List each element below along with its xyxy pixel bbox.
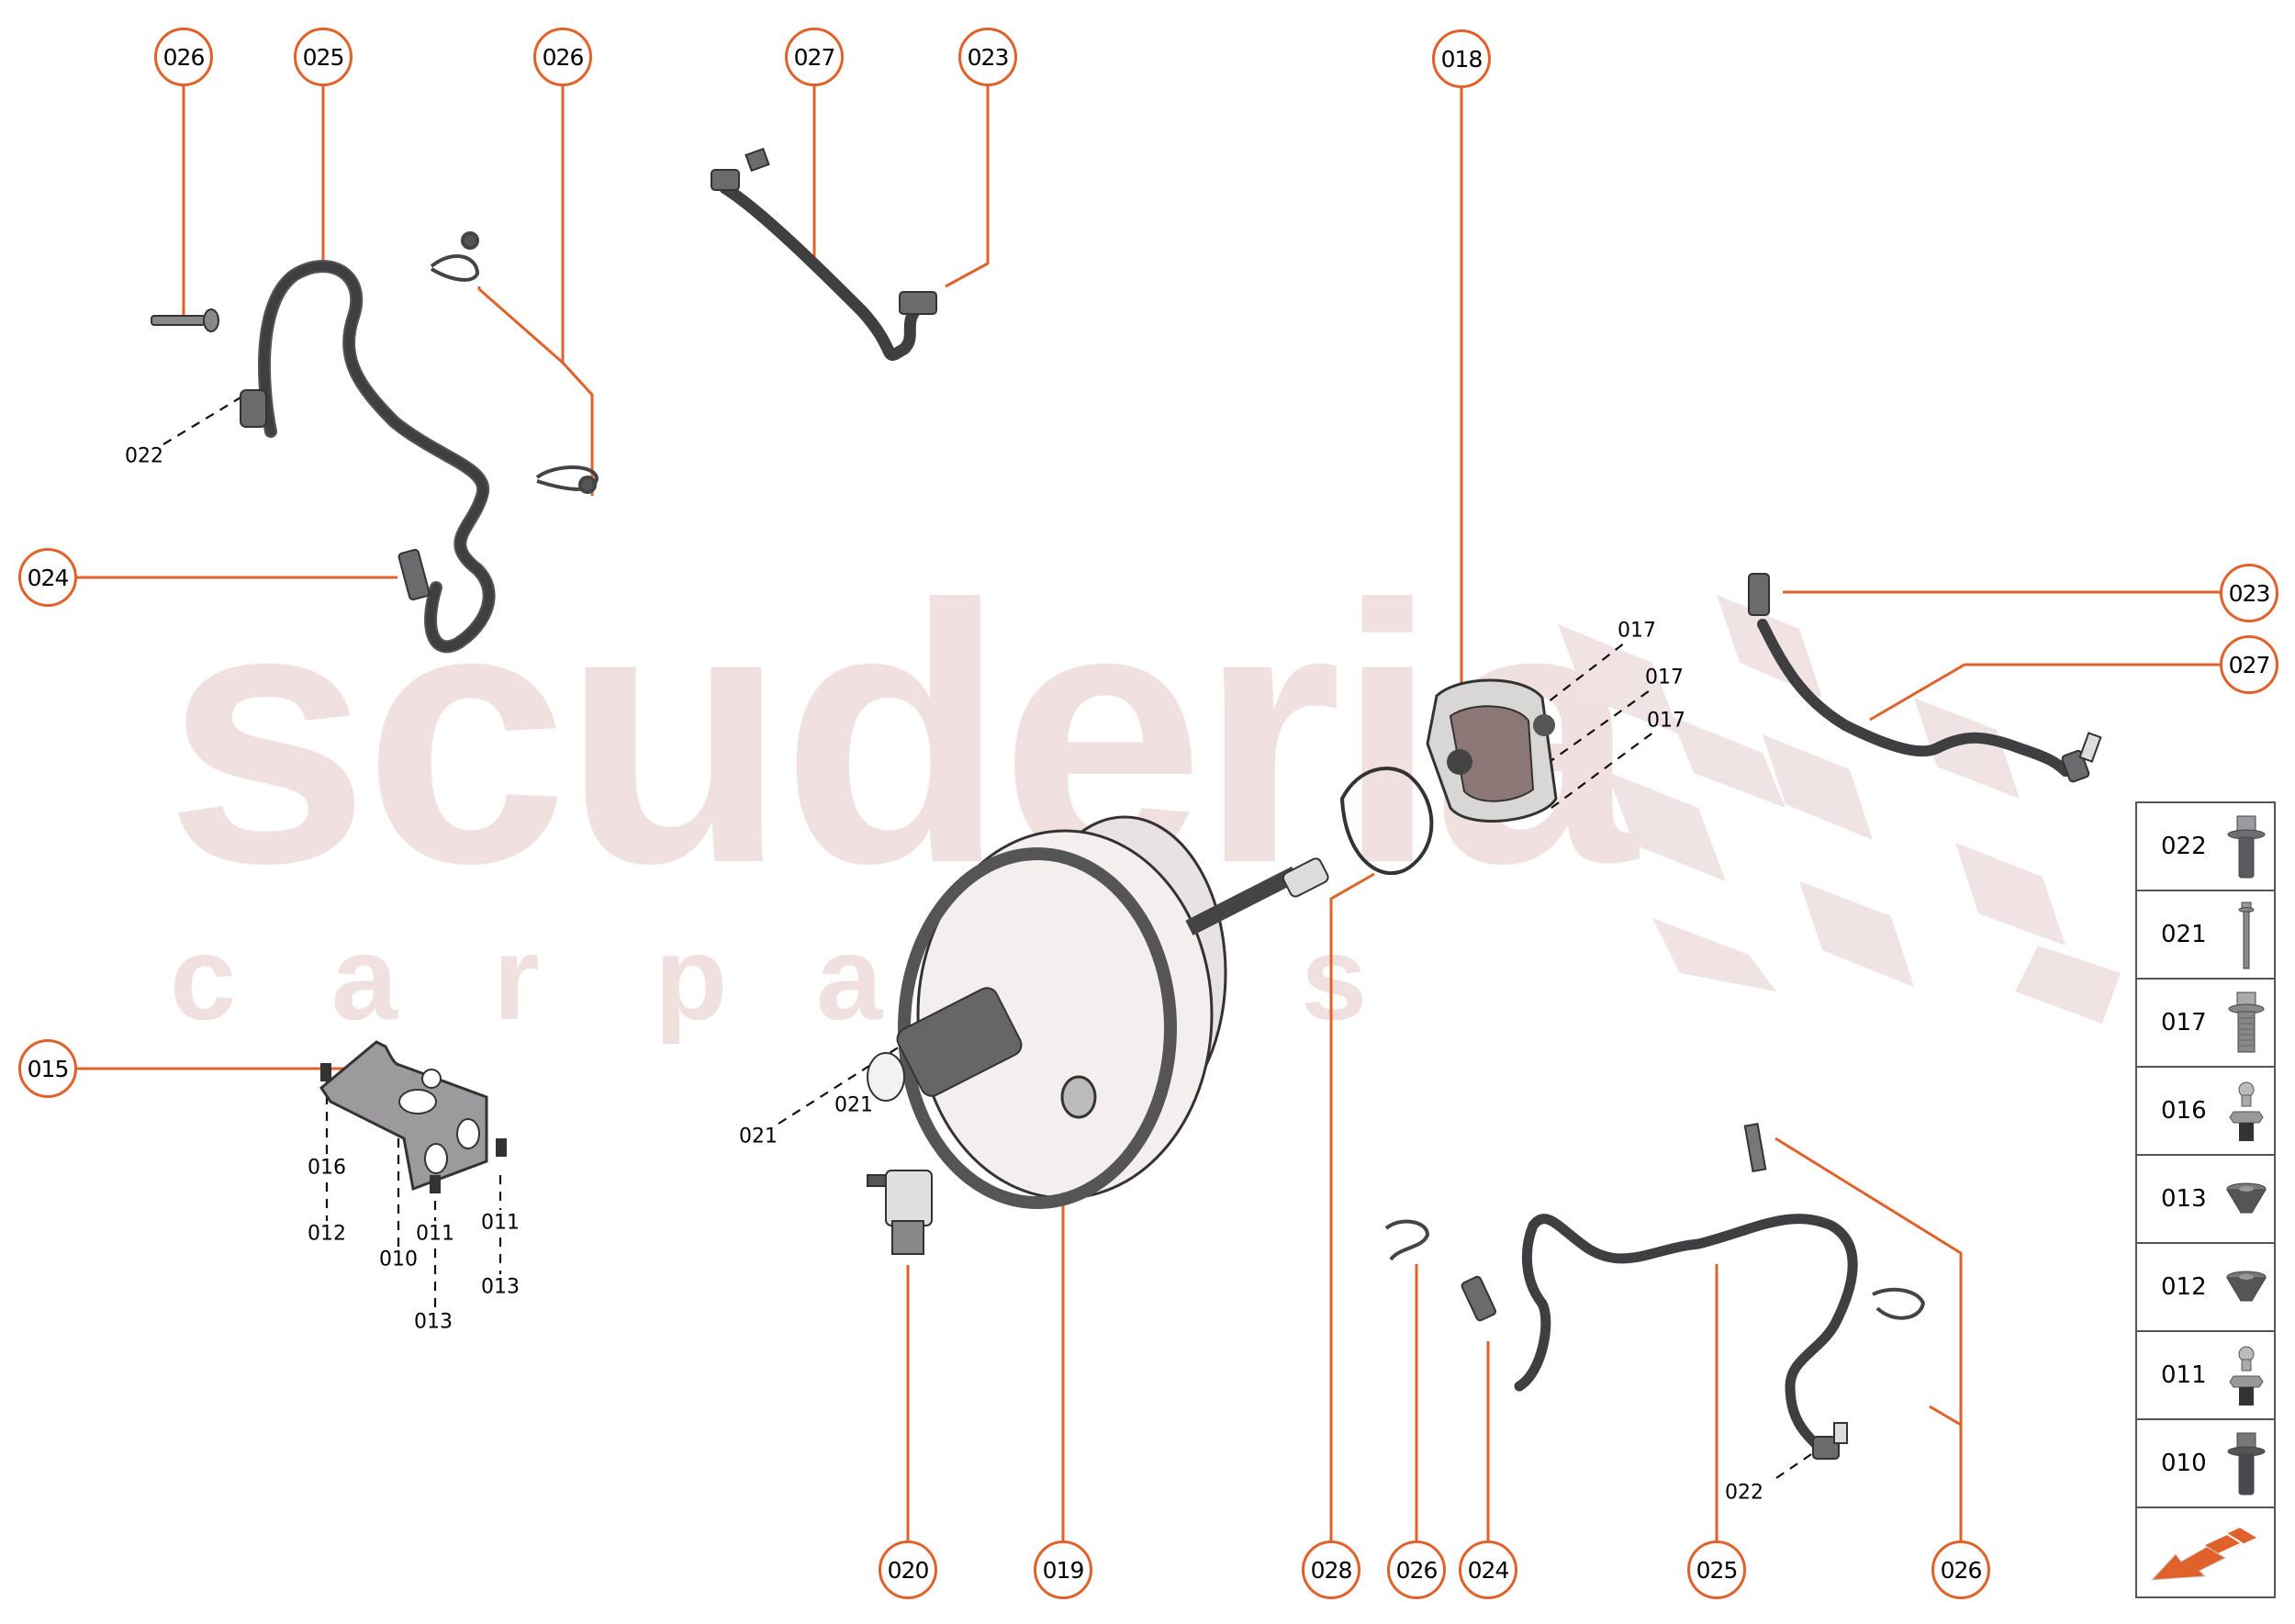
wheel-speed-sensor-harness-right [1757,619,2071,777]
legend-row-012[interactable]: 012 [2137,1244,2274,1332]
sensor-heads-bottom [1461,1275,1848,1460]
threaded-flange-bolt-icon [2228,991,2265,1053]
part-label-017: 017 [1647,709,1685,733]
leader-lines [77,86,2220,1540]
part-label-013: 013 [414,1310,453,1334]
flange-bolt-short-icon [2227,1432,2266,1495]
part-label-021: 021 [739,1125,778,1148]
legend-row-010[interactable]: 010 [2137,1420,2274,1508]
legend-part-number: 022 [2161,833,2207,860]
part-label-016: 016 [308,1156,346,1180]
callout-026[interactable]: 026 [154,28,213,86]
bolt-026-topleft [151,308,219,332]
part-label-013: 013 [481,1275,520,1299]
legend-row-nav[interactable] [2137,1508,2274,1596]
orange-arrow-icon[interactable] [2150,1519,2265,1585]
part-label-010: 010 [379,1248,418,1271]
booster-gasket-028 [1339,767,1434,876]
vacuum-brake-booster [867,815,1329,1209]
fastener-legend-table: 022 021 017 016 013 012 011 010 [2135,801,2276,1598]
watermark-main: scuderia [165,529,1637,939]
callout-020[interactable]: 020 [879,1540,937,1599]
callout-026[interactable]: 026 [1931,1540,1990,1599]
watermark-letter: a [331,911,398,1045]
legend-part-number: 017 [2161,1009,2207,1036]
callout-023[interactable]: 023 [958,28,1017,86]
legend-part-number: 011 [2161,1361,2207,1389]
callout-027[interactable]: 027 [785,28,844,86]
flange-bolt-short-icon [2227,815,2266,879]
part-label-011: 011 [481,1211,520,1235]
ball-stud-icon [2229,1346,2264,1406]
callout-018[interactable]: 018 [1432,29,1491,88]
legend-row-016[interactable]: 016 [2137,1068,2274,1156]
legend-row-022[interactable]: 022 [2137,803,2274,891]
checkered-flag-watermark [1558,595,2121,1024]
part-label-022: 022 [1725,1481,1763,1505]
wheel-speed-sensor-harness-bottom [1514,1214,1858,1451]
watermark-letter: c [170,911,237,1045]
callout-025[interactable]: 025 [1687,1540,1746,1599]
callout-019[interactable]: 019 [1034,1540,1092,1599]
part-label-017: 017 [1645,666,1684,689]
callout-026[interactable]: 026 [533,28,592,86]
grommet-icon [2226,1271,2267,1302]
legend-part-number: 021 [2161,921,2207,948]
wheel-speed-sensor-harness-top [719,182,929,361]
watermark-letter: s [1301,911,1368,1045]
wheel-speed-sensor-harness-left [258,260,496,654]
clips-026-bottom [1384,1123,1926,1320]
mounting-bracket-018 [1426,678,1558,823]
part-label-012: 012 [308,1222,346,1246]
legend-part-number: 013 [2161,1185,2207,1213]
watermark-letter: p [655,911,728,1045]
callout-025[interactable]: 025 [294,28,353,86]
cable-tie-026-topleft [430,231,599,494]
long-bolt-icon [2238,902,2255,969]
grommet-icon [2226,1182,2267,1214]
watermark-letter: a [816,911,883,1045]
callout-015[interactable]: 015 [18,1039,77,1098]
callout-026[interactable]: 026 [1387,1540,1446,1599]
callout-027[interactable]: 027 [2220,635,2278,694]
part-label-022: 022 [125,444,163,468]
legend-row-021[interactable]: 021 [2137,891,2274,980]
sensor-head-left [240,389,431,601]
legend-row-017[interactable]: 017 [2137,980,2274,1068]
callout-023[interactable]: 023 [2220,564,2278,622]
callout-024[interactable]: 024 [1459,1540,1517,1599]
callout-024[interactable]: 024 [18,548,77,607]
ball-stud-icon [2229,1081,2264,1141]
sensor-bracket-015 [319,1040,507,1193]
sensor-heads-top [711,147,937,315]
legend-row-011[interactable]: 011 [2137,1332,2274,1420]
part-label-021: 021 [834,1093,873,1117]
legend-part-number: 016 [2161,1097,2207,1125]
pressure-sensor-020 [867,1170,933,1255]
watermark-letter: r [493,911,540,1045]
part-label-017: 017 [1618,619,1656,643]
legend-part-number: 010 [2161,1450,2207,1477]
legend-part-number: 012 [2161,1273,2207,1301]
sensor-heads-right [1748,573,2102,783]
part-label-011: 011 [416,1222,454,1246]
legend-row-013[interactable]: 013 [2137,1156,2274,1244]
callout-028[interactable]: 028 [1302,1540,1360,1599]
